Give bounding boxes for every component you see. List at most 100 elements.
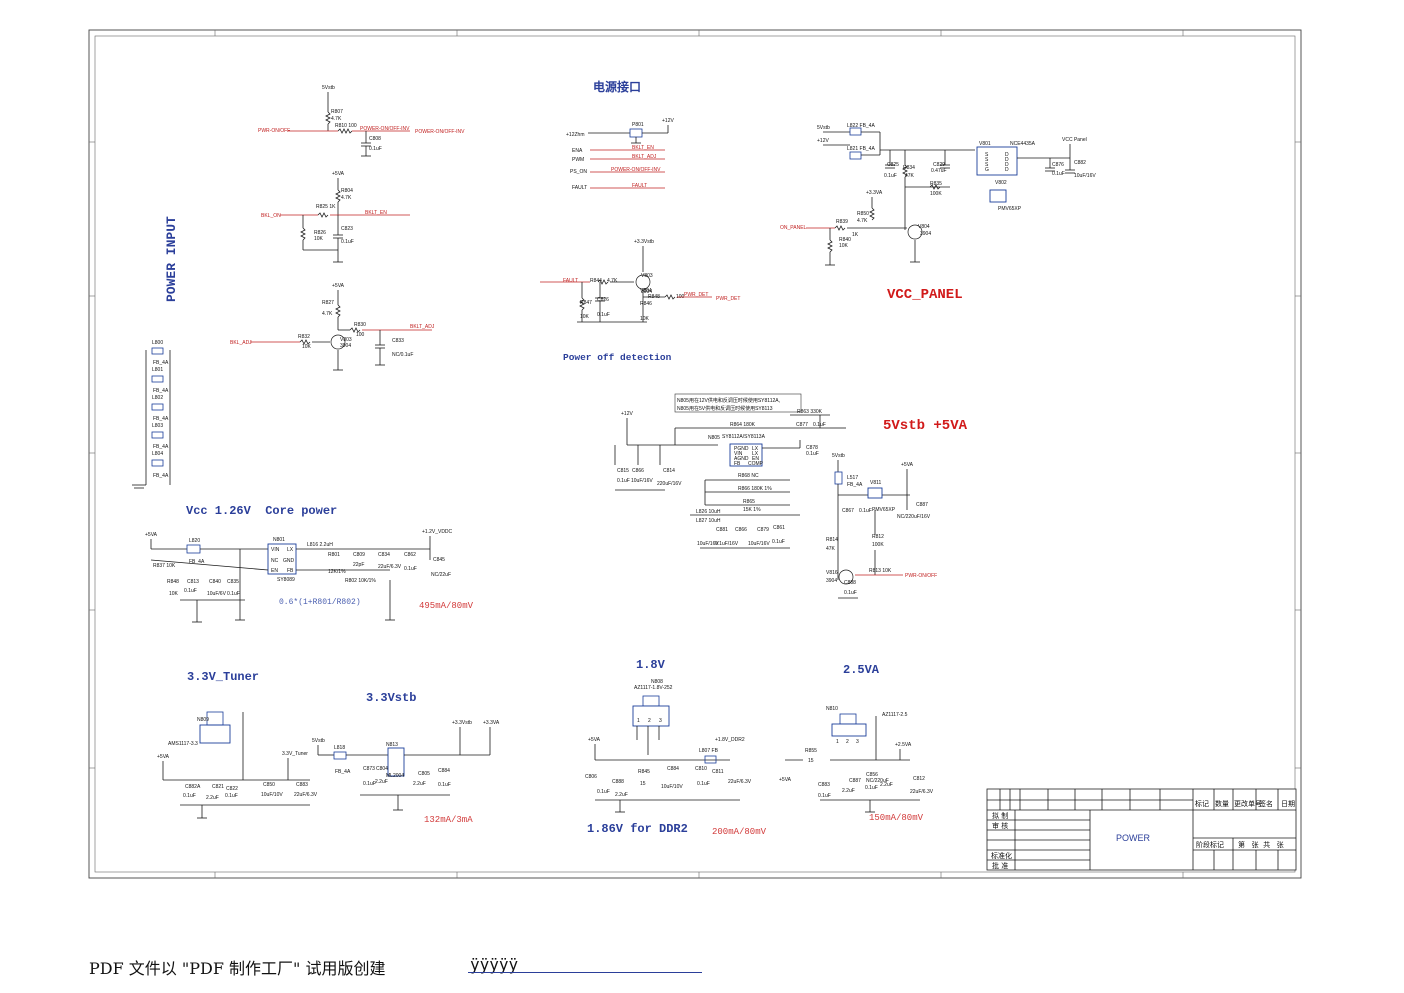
svg-text:10uF/10V: 10uF/10V xyxy=(661,784,683,790)
svg-text:0.47uF: 0.47uF xyxy=(931,168,947,174)
svg-text:V801: V801 xyxy=(979,141,991,147)
svg-text:0.1uF: 0.1uF xyxy=(806,451,819,457)
core-formula: 0.6*(1+R801/R802) xyxy=(279,598,361,607)
svg-text:FB: FB xyxy=(287,568,294,574)
net-5vstb-panel: 5Vstb xyxy=(817,125,830,131)
svg-text:220uF/16V: 220uF/16V xyxy=(657,481,682,487)
svg-text:4.7K: 4.7K xyxy=(607,278,618,284)
svg-text:C878: C878 xyxy=(806,445,818,451)
outer-border xyxy=(88,29,1302,879)
ic-core-part: SY8089 xyxy=(277,577,295,583)
svg-text:15K 1%: 15K 1% xyxy=(743,507,761,513)
svg-text:0.1uF: 0.1uF xyxy=(844,590,857,596)
svg-text:R868 NC: R868 NC xyxy=(738,473,759,479)
svg-text:3904: 3904 xyxy=(641,289,652,295)
svg-text:C823: C823 xyxy=(341,226,353,232)
svg-text:签名: 签名 xyxy=(1259,799,1273,808)
footer-text: PDF 文件以 "PDF 制作工厂" 试用版创建 xyxy=(89,959,386,978)
svg-text:N808: N808 xyxy=(651,679,663,685)
svg-text:C806: C806 xyxy=(585,774,597,780)
net-pwr-det-b: PWR_DET xyxy=(716,296,740,302)
svg-text:0.1uF: 0.1uF xyxy=(404,566,417,572)
v18-title: 1.8V xyxy=(636,658,666,672)
svg-text:0.1uF: 0.1uF xyxy=(884,173,897,179)
svg-text:R835: R835 xyxy=(930,181,942,187)
svg-text:C884: C884 xyxy=(438,768,450,774)
net-bkl-on: BKL_ON xyxy=(261,213,281,219)
svg-text:R848: R848 xyxy=(648,294,660,300)
svg-text:10K: 10K xyxy=(169,591,179,597)
svg-text:D: D xyxy=(1005,167,1009,173)
svg-text:+5VA: +5VA xyxy=(332,283,345,289)
svg-text:V811: V811 xyxy=(870,480,882,486)
svg-text:10K: 10K xyxy=(580,314,590,320)
svg-text:15: 15 xyxy=(808,758,814,764)
svg-text:0.1uF/16V: 0.1uF/16V xyxy=(715,541,739,547)
svg-text:R825 1K: R825 1K xyxy=(316,204,336,210)
svg-text:C829: C829 xyxy=(933,162,945,168)
svg-text:标记: 标记 xyxy=(1195,799,1209,808)
svg-text:数量: 数量 xyxy=(1215,799,1229,808)
svg-text:3904: 3904 xyxy=(340,343,351,349)
svg-text:R826: R826 xyxy=(314,230,326,236)
svg-text:+5VA: +5VA xyxy=(332,171,345,177)
svg-text:2: 2 xyxy=(846,739,849,745)
svg-text:4.7K: 4.7K xyxy=(857,218,868,224)
if-pin-ena: ENA xyxy=(572,148,583,154)
svg-text:R830: R830 xyxy=(354,322,366,328)
svg-text:C815: C815 xyxy=(617,468,629,474)
core-power-title: Vcc 1.26V Core power xyxy=(186,504,337,518)
svg-text:R810 100: R810 100 xyxy=(335,123,357,129)
svg-text:C888: C888 xyxy=(612,779,624,785)
svg-text:C856: C856 xyxy=(866,772,878,778)
svg-text:更改单号: 更改单号 xyxy=(1234,799,1262,808)
svg-text:0.1uF: 0.1uF xyxy=(617,478,630,484)
svg-text:0.1uF: 0.1uF xyxy=(183,793,196,799)
net-5va-25: +5VA xyxy=(779,777,792,783)
if-net-bklt-adj: BKLT_ADJ xyxy=(632,154,657,160)
svg-text:V804: V804 xyxy=(918,224,930,230)
svg-text:C873: C873 xyxy=(363,766,375,772)
svg-text:L801: L801 xyxy=(152,367,163,373)
svg-text:0.1uF: 0.1uF xyxy=(772,539,785,545)
svg-text:R804: R804 xyxy=(341,188,353,194)
ic-18-part: AZ1117-1.8V-252 xyxy=(634,685,673,691)
svg-text:10uF/16V: 10uF/16V xyxy=(1074,173,1096,179)
svg-text:100K: 100K xyxy=(872,542,884,548)
if-pin-12v: +12Zhm xyxy=(566,132,584,138)
ic-5v-part: SY8112A/SY8113A xyxy=(722,434,766,440)
ddr2-current: 200mA/80mV xyxy=(712,827,767,837)
tuner-circuit: N809 AMS1117-3.3 +5VA 3.3V_Tuner C882A0.… xyxy=(157,711,318,819)
svg-text:2.2uF: 2.2uF xyxy=(206,795,219,801)
svg-text:NC/220uF: NC/220uF xyxy=(866,778,889,784)
svg-text:P801: P801 xyxy=(632,122,644,128)
svg-text:C882A: C882A xyxy=(185,784,201,790)
net-5vstb-5v: 5Vstb xyxy=(832,453,845,459)
svg-text:FB: FB xyxy=(734,461,741,467)
svg-text:C822: C822 xyxy=(226,786,238,792)
net-pwr-inv-a: POWER-ON/OFF-INV xyxy=(360,126,410,132)
net-5va-core: +5VA xyxy=(145,532,158,538)
svg-text:FB_4A: FB_4A xyxy=(153,444,169,450)
net-fault-det: FAULT xyxy=(563,278,578,284)
net-12v-5v: +12V xyxy=(621,411,633,417)
svg-text:L800: L800 xyxy=(152,340,163,346)
svg-text:R812: R812 xyxy=(872,534,884,540)
svg-text:L804: L804 xyxy=(152,451,163,457)
ddr2-title: 1.86V for DDR2 xyxy=(587,822,688,836)
svg-text:R847: R847 xyxy=(580,300,592,306)
net-25va: +2.5VA xyxy=(895,742,912,748)
svg-text:N813: N813 xyxy=(386,742,398,748)
svg-text:V804: V804 xyxy=(640,288,652,294)
svg-text:C808: C808 xyxy=(369,136,381,142)
svg-text:47K: 47K xyxy=(826,546,836,552)
net-pwr-det-a: PWR_DET xyxy=(684,292,708,298)
svg-text:0.1uF: 0.1uF xyxy=(341,239,354,245)
svg-text:0.1uF: 0.1uF xyxy=(438,782,451,788)
if-net-bklt-en: BKLT_EN xyxy=(632,145,654,151)
svg-text:L803: L803 xyxy=(152,423,163,429)
svg-text:R848: R848 xyxy=(167,579,179,585)
